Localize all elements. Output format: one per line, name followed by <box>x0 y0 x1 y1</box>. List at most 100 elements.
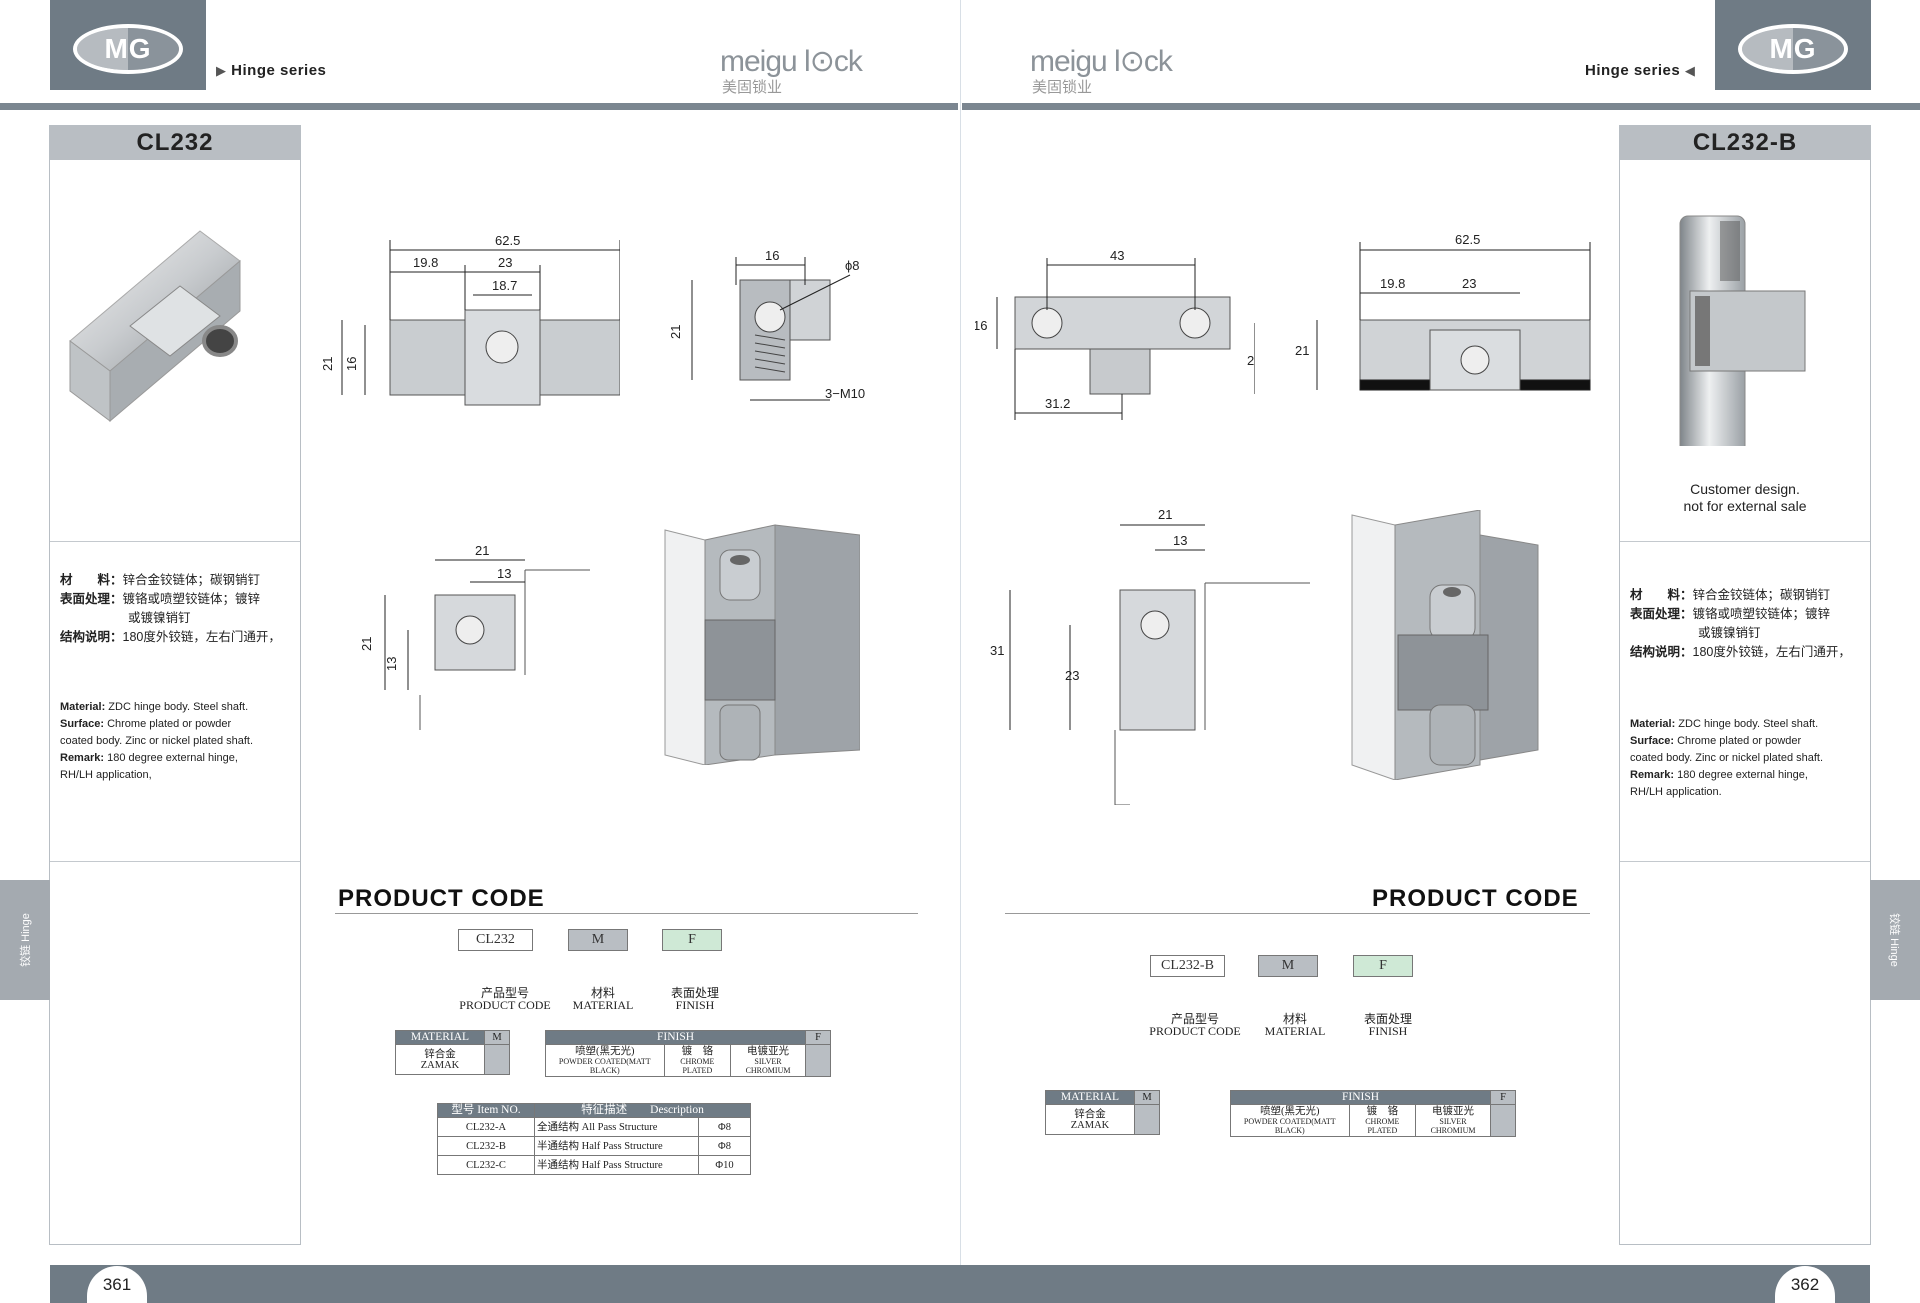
material-label-cn: 材料 <box>590 986 615 1000</box>
hinge-3d-render-right <box>1351 510 1539 780</box>
dim-21-side: 21 <box>475 543 489 558</box>
surface-value-en-2: coated body. Zinc or nickel plated shaft… <box>60 735 254 747</box>
drawing-front-view-right: 62.5 19.8 23 21 <box>1295 232 1591 391</box>
remark-value-en-2: RH/LH application, <box>60 769 152 781</box>
hinge-photo <box>1679 215 1806 446</box>
drawing-side-view-left: 21 13 21 13 <box>360 543 590 730</box>
surface-value-en: Chrome plated or powder <box>1674 735 1802 747</box>
code-label-en: PRODUCT CODE <box>459 998 551 1012</box>
side-tab-left: 铰链 Hinge <box>0 880 50 1000</box>
footer-band <box>50 1265 1870 1303</box>
spec-en-right: Material: ZDC hinge body. Steel shaft. S… <box>1630 716 1823 801</box>
mg-logo-left: MG <box>50 0 206 90</box>
surface-value-en-2: coated body. Zinc or nickel plated shaft… <box>1630 752 1824 764</box>
dim-23: 23 <box>498 255 512 270</box>
material-value-en: ZDC hinge body. Steel shaft. <box>105 701 249 713</box>
material-label-en: Material: <box>1630 718 1676 730</box>
material-header: MATERIAL <box>1045 1090 1135 1105</box>
hinge-photo <box>69 230 241 423</box>
material-label: 材 料： <box>1630 588 1693 602</box>
product-code-title-left: PRODUCT CODE <box>338 885 545 912</box>
finish-chrome-cn: 镀 铬 <box>1366 1106 1399 1117</box>
dim-23-r: 23 <box>1247 353 1255 368</box>
material-label-en: MATERIAL <box>1264 1024 1326 1038</box>
series-label-right: Hinge series ◀ <box>1585 62 1695 79</box>
header-band-left <box>0 103 958 110</box>
dim-62-5-r: 62.5 <box>1455 232 1480 247</box>
item-header-desc: 特征描述 Description <box>534 1103 751 1118</box>
triangle-left-icon: ◀ <box>1684 63 1696 78</box>
finish-label-cn: 表面处理 <box>1363 1012 1412 1026</box>
brand-sub-left: 美固锁业 <box>722 79 783 96</box>
finish-code: F <box>1490 1090 1516 1105</box>
material-cn: 锌合金 <box>1074 1108 1106 1120</box>
drawing-side-view-right: 21 13 31 23 <box>990 507 1310 805</box>
code-box-model: CL232 <box>458 929 533 951</box>
finish-chrome-en: CHROME PLATED <box>680 1057 715 1075</box>
header-band-right <box>962 103 1920 110</box>
page-gutter <box>960 0 961 1265</box>
finish-silver-cn: 电镀亚光 <box>747 1046 790 1057</box>
structure-value: 180度外铰链，左右门通开， <box>122 630 281 644</box>
surface-label: 表面处理： <box>1630 607 1693 621</box>
finish-label-en: FINISH <box>675 998 715 1012</box>
dim-13-side-v: 13 <box>384 657 399 671</box>
item-dia: Φ10 <box>698 1155 751 1175</box>
spec-en-left: Material: ZDC hinge body. Steel shaft. S… <box>60 699 253 784</box>
finish-powder-cn: 喷塑(黑无光) <box>575 1046 635 1057</box>
dim-31-rs: 31 <box>990 643 1004 658</box>
material-code: M <box>1134 1090 1160 1105</box>
logo-text: MG <box>1769 33 1817 64</box>
surface-value-2: 或镀镍销钉 <box>1698 626 1761 640</box>
code-box-material: M <box>1258 955 1318 977</box>
material-en: ZAMAK <box>420 1059 460 1071</box>
dim-13-side: 13 <box>497 566 511 581</box>
material-cn: 锌合金 <box>424 1048 456 1060</box>
dim-16-r: 16 <box>975 318 987 333</box>
finish-header: FINISH <box>545 1030 806 1045</box>
material-label-cn: 材料 <box>1282 1012 1307 1026</box>
structure-value: 180度外铰链，左右门通开， <box>1692 645 1851 659</box>
drawing-top-view-right: 43 16 23 31.2 <box>975 248 1255 420</box>
finish-chrome-en: CHROME PLATED <box>1365 1117 1400 1135</box>
caption-line-1: Customer design. <box>1690 481 1800 497</box>
item-dia: Φ8 <box>698 1136 751 1156</box>
surface-value-en: Chrome plated or powder <box>104 718 232 730</box>
material-value: 锌合金铰链体；碳钢销钉 <box>1692 588 1831 602</box>
dim-18-7: 18.7 <box>492 278 517 293</box>
surface-label: 表面处理： <box>60 592 123 606</box>
finish-silver-en: SILVER CHROMIUM <box>1430 1117 1476 1135</box>
dim-16-sec: 16 <box>765 248 779 263</box>
spec-cn-left: 材 料：锌合金铰链体；碳钢销钉 表面处理：镀铬或喷塑铰链体；镀锌 或镀镍销钉 结… <box>60 571 281 647</box>
item-dia: Φ8 <box>698 1117 751 1137</box>
finish-silver-cn: 电镀亚光 <box>1432 1106 1475 1117</box>
drawing-front-view-left: 62.5 19.8 23 18.7 21 16 <box>320 233 620 406</box>
remark-label-en: Remark: <box>60 752 105 764</box>
code-label-cn: 产品型号 <box>1170 1012 1219 1026</box>
material-code: M <box>484 1030 510 1045</box>
finish-chrome-cn: 镀 铬 <box>681 1046 714 1057</box>
dim-19-8: 19.8 <box>413 255 438 270</box>
hinge-3d-render-left <box>664 524 860 765</box>
series-text: Hinge series <box>1585 62 1681 79</box>
remark-value-en: 180 degree external hinge, <box>1674 769 1808 781</box>
dim-31-2: 31.2 <box>1045 396 1070 411</box>
dim-21-sec: 21 <box>670 325 683 339</box>
finish-powder-en: POWDER COATED(MATT BLACK) <box>1243 1117 1336 1135</box>
code-box-model: CL232-B <box>1150 955 1225 977</box>
product-code-rule-right <box>1005 913 1590 914</box>
material-label: 材 料： <box>60 573 123 587</box>
item-no: CL232-C <box>437 1155 535 1175</box>
logo-text: MG <box>104 33 152 64</box>
item-no: CL232-A <box>437 1117 535 1137</box>
finish-silver-en: SILVER CHROMIUM <box>745 1057 791 1075</box>
